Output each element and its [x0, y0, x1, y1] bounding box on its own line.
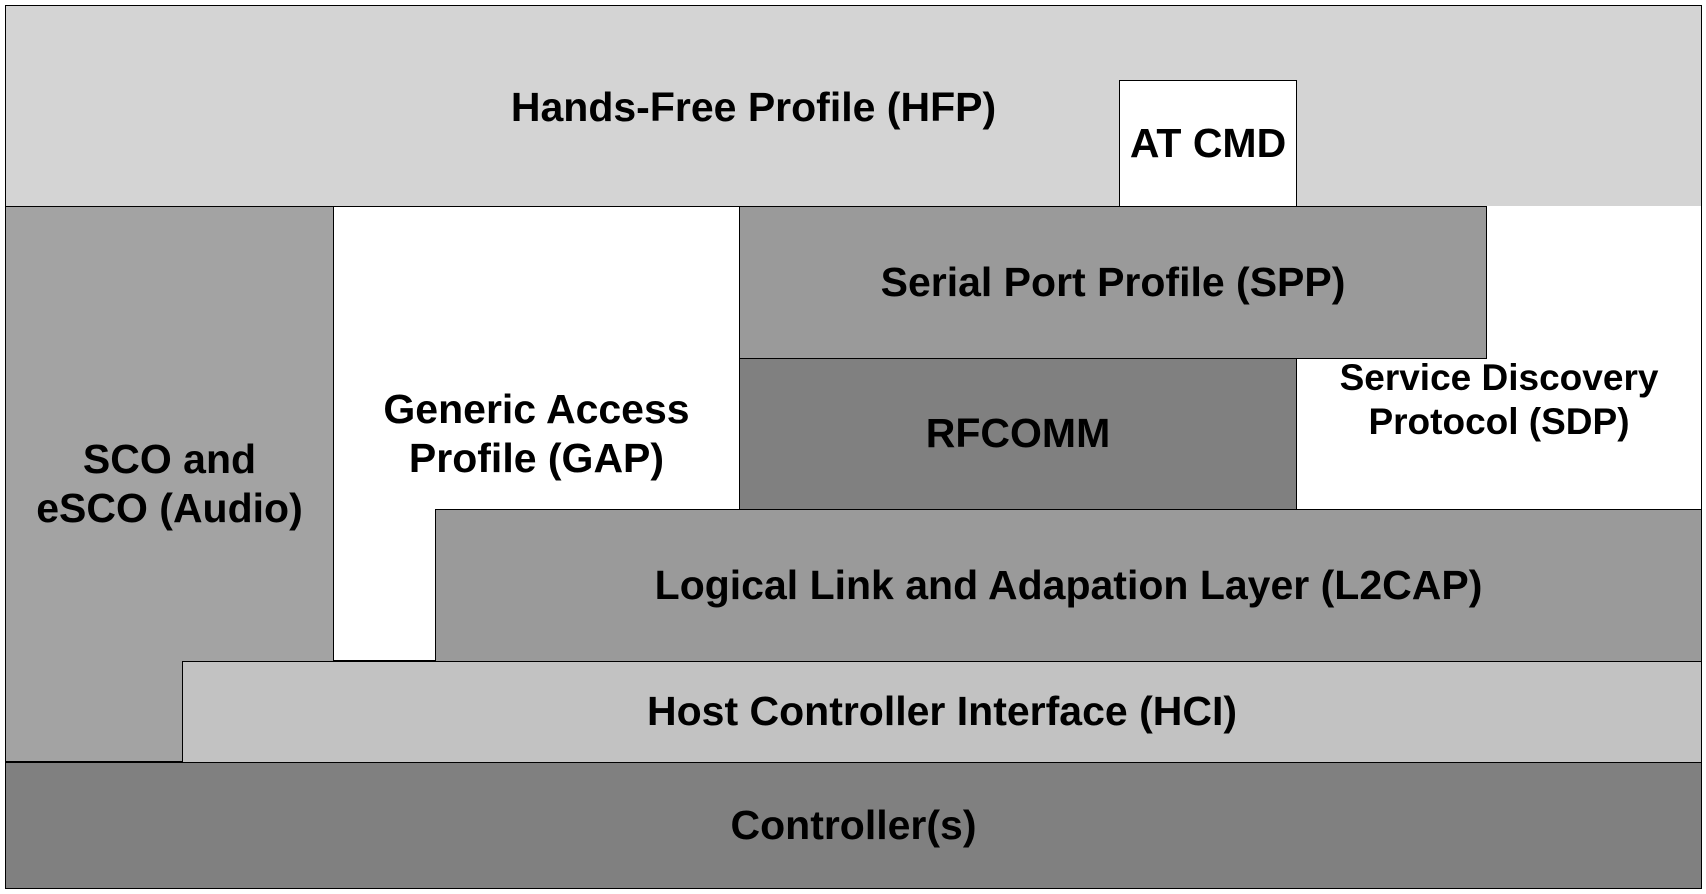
hci-layer: Host Controller Interface (HCI) — [182, 661, 1702, 763]
sco-label-line2: eSCO (Audio) — [36, 485, 303, 531]
l2cap-layer: Logical Link and Adapation Layer (L2CAP) — [435, 509, 1702, 662]
rfcomm-label: RFCOMM — [925, 410, 1111, 457]
at-cmd-label: AT CMD — [1129, 119, 1287, 166]
controller-layer: Controller(s) — [5, 762, 1702, 889]
gap-label-line1: Generic Access — [383, 386, 690, 432]
sdp-label-line1: Service Discovery — [1339, 357, 1659, 398]
rfcomm-layer: RFCOMM — [739, 358, 1297, 510]
sco-label-line1: SCO and — [82, 435, 257, 482]
hci-label: Host Controller Interface (HCI) — [647, 688, 1237, 735]
spp-label: Serial Port Profile (SPP) — [880, 258, 1346, 305]
spp-layer: Serial Port Profile (SPP) — [739, 206, 1487, 359]
l2cap-label: Logical Link and Adapation Layer (L2CAP) — [654, 561, 1483, 608]
gap-label-line2: Profile (GAP) — [408, 435, 665, 482]
hfp-label: Hands-Free Profile (HFP) — [510, 84, 997, 130]
at-cmd-block: AT CMD — [1119, 80, 1297, 207]
sdp-label-line2: Protocol (SDP) — [1368, 401, 1630, 443]
controller-label: Controller(s) — [730, 801, 977, 848]
sco-esco-audio-layer: SCO and eSCO (Audio) — [5, 206, 334, 762]
hfp-layer: Hands-Free Profile (HFP) — [5, 5, 1702, 207]
